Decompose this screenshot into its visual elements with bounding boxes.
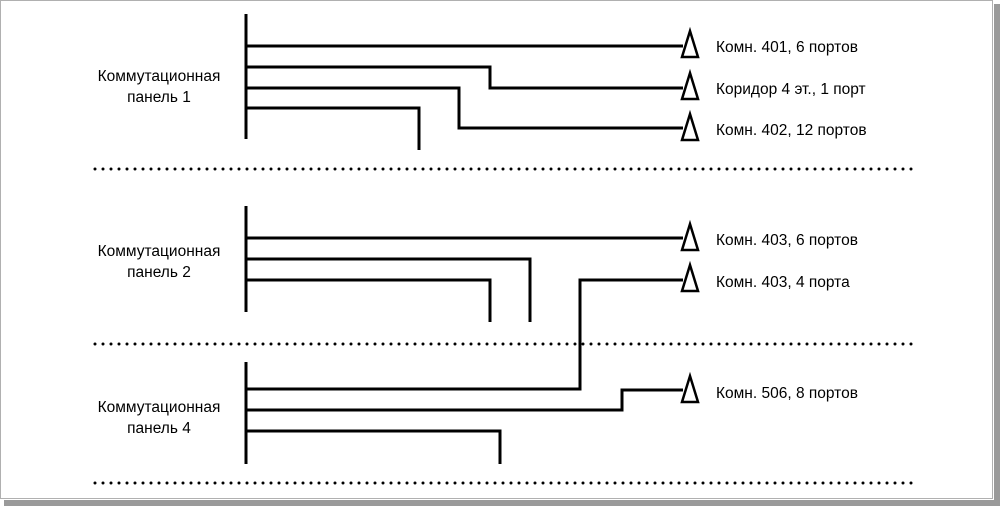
destination-label: Комн. 401, 6 портов: [716, 39, 858, 56]
outlet-triangle-icon: [680, 260, 700, 293]
outlet-triangle-icon: [680, 26, 700, 59]
panel-name-line2: панель 2: [127, 264, 191, 281]
outlet-triangle-icon: [680, 68, 700, 101]
destination-label: Комн. 402, 12 портов: [716, 122, 867, 139]
panel-name-line1: Коммутационная: [97, 399, 221, 416]
frame-shadow-right: [994, 4, 1000, 506]
panel-name-line1: Коммутационная: [97, 243, 221, 260]
destination-label: Комн. 506, 8 портов: [716, 385, 858, 402]
cable-room-403-4: [246, 278, 683, 391]
outlet-triangle-icon: [680, 219, 700, 252]
panel-label: Коммутационная панель 4: [59, 397, 259, 439]
frame-border: [0, 0, 993, 499]
cable-room-402: [246, 86, 683, 130]
cable-panel-2-stub-a: [246, 257, 532, 322]
frame-shadow-bottom: [4, 500, 1000, 506]
destination-label: Комн. 403, 6 портов: [716, 232, 858, 249]
panel-label: Коммутационная панель 2: [59, 241, 259, 283]
cable-corridor-4: [246, 65, 683, 90]
cable-panel-1-unused: [246, 106, 421, 150]
outlet-triangle-icon: [680, 109, 700, 142]
destination-label: Коридор 4 эт., 1 порт: [716, 81, 866, 98]
panel-name-line2: панель 4: [127, 420, 191, 437]
outlet-triangle-icon: [680, 371, 700, 404]
cable-panel-2-stub-b: [246, 278, 492, 322]
cable-room-506: [246, 388, 683, 412]
cable-panel-4-unused: [246, 429, 502, 464]
panel-label: Коммутационная панель 1: [59, 66, 259, 108]
panel-name-line2: панель 1: [127, 89, 191, 106]
destination-label: Комн. 403, 4 порта: [716, 274, 850, 291]
panel-name-line1: Коммутационная: [97, 68, 221, 85]
